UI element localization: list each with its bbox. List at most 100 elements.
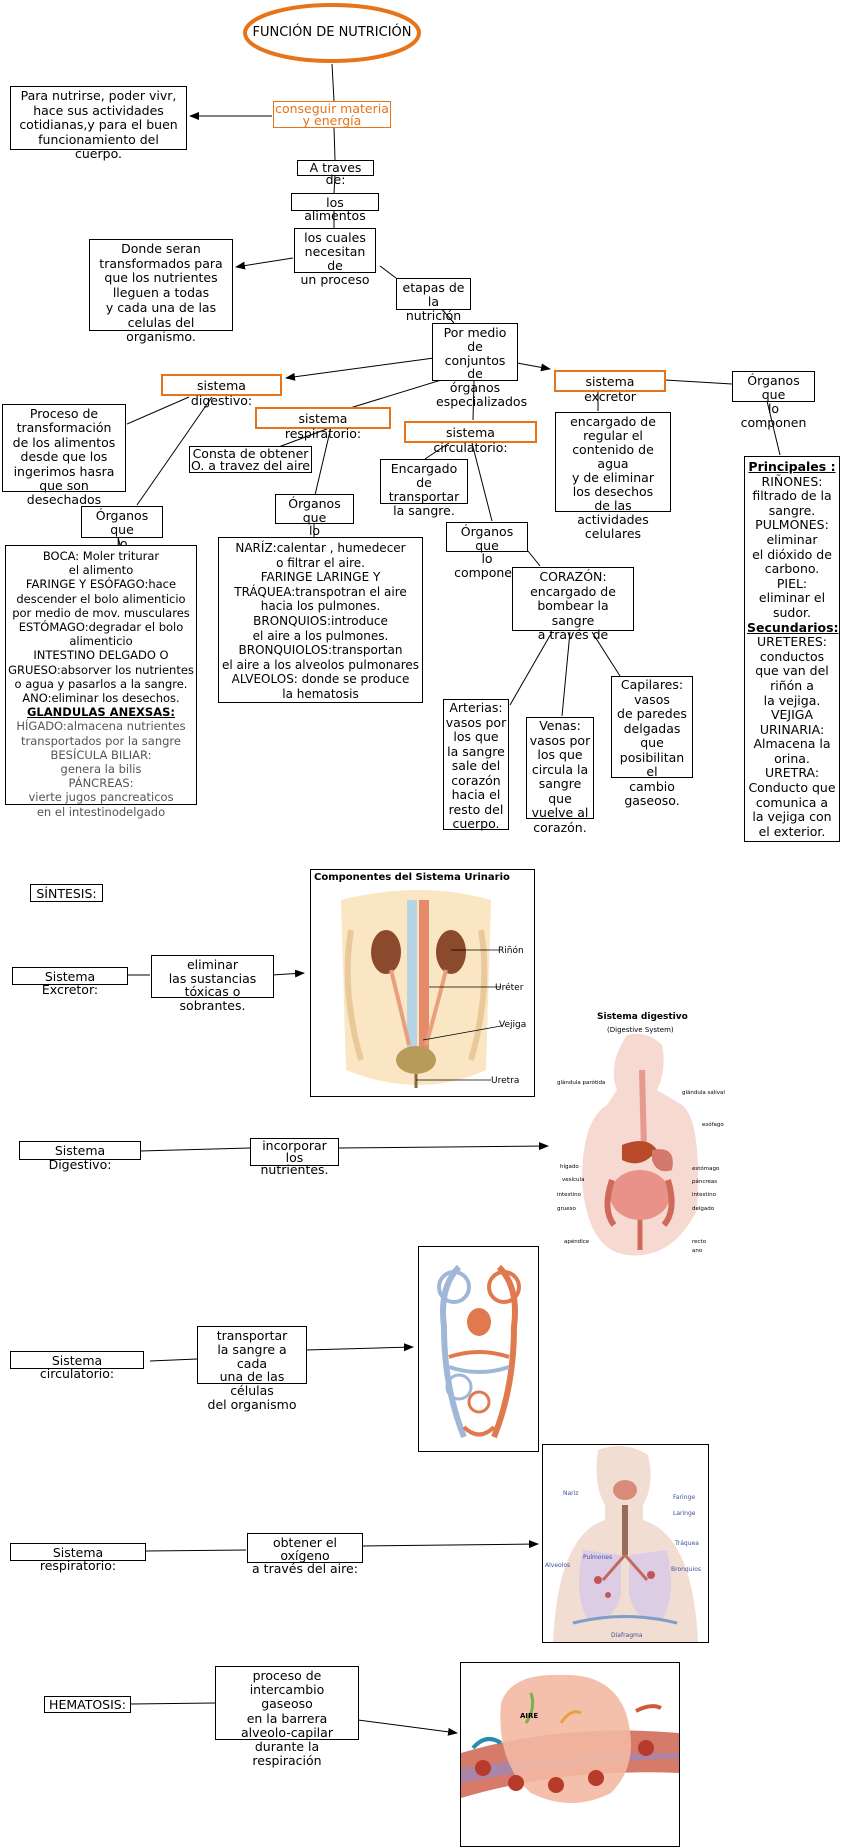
digestivo-list-line: transportados por la sangre: [21, 733, 181, 748]
excretor-list-line: VEJIGA: [770, 707, 814, 723]
urinary-labels: [416, 949, 502, 1081]
urinary-system-image: Componentes del Sistema Urinario Riñón U…: [310, 869, 535, 1097]
respiratorio-list-line: BRONQUIOS:introduce: [253, 613, 388, 628]
excretor-list-line: URINARIA:: [759, 721, 825, 737]
page-title: FUNCIÓN DE NUTRICIÓN: [252, 25, 412, 40]
node-organos-digestivo: Órganos que lo componen: [81, 506, 163, 565]
excretor-list-line: sangre.: [768, 502, 816, 518]
label-rinon: Riñón: [498, 946, 524, 956]
label-recto: recto: [692, 1239, 707, 1245]
sintesis-excretor-label: Sistema Excretor:: [12, 967, 128, 996]
label-uretra: Uretra: [491, 1076, 520, 1086]
excretor-list-line: Almacena la: [753, 736, 831, 752]
digestive-image-title: Sistema digestivo: [597, 1012, 688, 1022]
label-glandula-salival: glándula salival: [682, 1090, 725, 1096]
sintesis-hematosis-desc: proceso de intercambio gaseoso en la bar…: [215, 1666, 359, 1768]
node-sistema-circulatorio: sistema circulatorio:: [404, 421, 537, 455]
excretor-list-line: el dióxido de: [752, 546, 832, 562]
excretor-list-line: la vejiga.: [763, 692, 821, 708]
node-corazon: CORAZÓN: encargado de bombear la sangre …: [512, 567, 634, 642]
respiratorio-list-line: el aire a los alveolos pulmonares: [221, 657, 420, 672]
node-por-medio: Por medio de conjuntos de órganos especi…: [432, 323, 527, 408]
digestivo-list-line: genera la bilis: [60, 762, 142, 777]
excretor-list-line: Principales :: [748, 459, 836, 474]
respiratorio-list-line: el aire a los pulmones.: [252, 628, 389, 643]
label-traquea: Tráquea: [675, 1540, 699, 1547]
label-vesicula: vesícula: [562, 1177, 585, 1183]
digestivo-list-line: descender el bolo alimenticio: [16, 591, 186, 606]
node-encargado-transportar: Encargado de transportar la sangre.: [380, 459, 468, 518]
sintesis-label: SÍNTESIS:: [30, 884, 103, 902]
node-necesitan: los cuales necesitan de un proceso: [294, 228, 376, 287]
excretor-list-line: eliminar: [766, 531, 818, 547]
node-etapas: etapas de la nutrición: [396, 278, 471, 323]
label-ureter: Uréter: [495, 983, 524, 993]
digestivo-list-line: PÁNCREAS:: [68, 776, 134, 791]
label-intestino-delgado: intestino delgado: [692, 1192, 716, 1212]
label-diafragma: Diafragma: [611, 1632, 643, 1639]
node-organos-excretor: Órganos que lo componen: [732, 371, 815, 430]
circulatory-system-image: [418, 1246, 539, 1452]
digestive-image-subtitle: (Digestive System): [607, 1026, 674, 1034]
hematosis-illustration: [461, 1674, 679, 1803]
respiratorio-list-line: NARÍZ:calentar , humedecer: [235, 541, 406, 555]
excretor-list-line: URETRA:: [764, 765, 820, 781]
urinary-illustration: [341, 890, 491, 1088]
digestivo-list-line: en el intestinodelgado: [36, 804, 166, 819]
excretor-list-line: eliminar el: [758, 590, 826, 606]
sintesis-hematosis-label: HEMATOSIS:: [44, 1696, 131, 1713]
sintesis-respiratorio-desc: obtener el oxígeno a través del aire:: [247, 1533, 363, 1575]
digestivo-list-line: GLANDULAS ANEXSAS:: [26, 705, 175, 720]
label-laringe: Laringe: [673, 1510, 696, 1517]
respiratorio-list-line: o filtrar el aire.: [276, 555, 365, 570]
excretor-list-line: orina.: [774, 750, 810, 766]
node-organos-respiratorio: Órganos que lo componen: [275, 494, 354, 551]
label-ano: ano: [692, 1248, 703, 1254]
respiratory-illustration: [553, 1446, 698, 1642]
excretor-list-line: RIÑONES:: [761, 473, 823, 489]
excretor-list-line: riñón a: [770, 677, 814, 693]
digestivo-list-line: BESÍCULA BILIAR:: [50, 747, 152, 762]
hematosis-image: AIRE: [460, 1662, 680, 1847]
digestivo-list-line: ANO:eliminar los desechos.: [22, 691, 180, 706]
digestivo-list-line: BOCA: Moler triturar: [42, 549, 160, 563]
sintesis-circulatorio-desc: transportar la sangre a cada una de las …: [197, 1326, 307, 1411]
respiratorio-list-line: BRONQUIOLOS:transportan: [238, 643, 403, 658]
excretor-list-line: filtrado de la: [752, 488, 832, 504]
circulatory-illustration: [437, 1264, 521, 1439]
label-vejiga: Vejiga: [499, 1020, 527, 1030]
node-organos-circulatorio: Órganos que lo componen: [446, 522, 528, 579]
label-intestino-grueso: intestino grueso: [557, 1192, 581, 1212]
label-esofago: esófago: [702, 1122, 724, 1128]
excretor-list-line: comunica a: [755, 794, 829, 810]
sintesis-digestivo-label: Sistema Digestivo:: [19, 1141, 141, 1172]
respiratorio-list-line: la hematosis: [282, 686, 359, 701]
digestivo-list-line: GRUESO:absorver los nutrientes: [8, 662, 194, 677]
excretor-list-line: que van del: [755, 663, 829, 679]
label-pulmones: Pulmones: [583, 1554, 613, 1561]
node-encargado-regular: encargado de regular el contenido de agu…: [555, 412, 671, 541]
label-nariz: Nariz: [563, 1490, 579, 1497]
respiratorio-list-line: TRÁQUEA:transpotran el aire: [234, 584, 407, 599]
node-venas: Venas: vasos por los que circula la sang…: [526, 717, 594, 834]
title-ellipse: [243, 3, 421, 63]
digestivo-list-line: vierte jugos pancreaticos: [28, 790, 174, 805]
digestivo-list-line: HÍGADO:almacena nutrientes: [16, 719, 186, 734]
label-estomago: estómago: [692, 1166, 720, 1172]
respiratory-system-image: Nariz Faringe Laringe Tráquea Pulmones A…: [542, 1444, 709, 1643]
node-para-nutrirse: Para nutrirse, poder vivr, hace sus acti…: [10, 86, 187, 161]
sintesis-digestivo-desc: incorporar los nutrientes.: [250, 1138, 339, 1176]
label-bronquios: Bronquios: [671, 1566, 701, 1573]
label-pancreas: páncreas: [692, 1179, 718, 1185]
node-consta: Consta de obtener O. a travez del aire: [189, 446, 312, 473]
digestivo-list-line: alimenticio: [69, 634, 133, 649]
respiratorio-list-line: hacia los pulmones.: [260, 599, 381, 614]
excretor-list-line: PIEL:: [776, 575, 808, 591]
excretor-list-line: conductos: [759, 648, 825, 664]
node-alimentos: los alimentos: [291, 193, 379, 222]
node-a-traves: A traves de:: [297, 160, 374, 186]
excretor-list-line: PULMONES:: [755, 517, 829, 533]
